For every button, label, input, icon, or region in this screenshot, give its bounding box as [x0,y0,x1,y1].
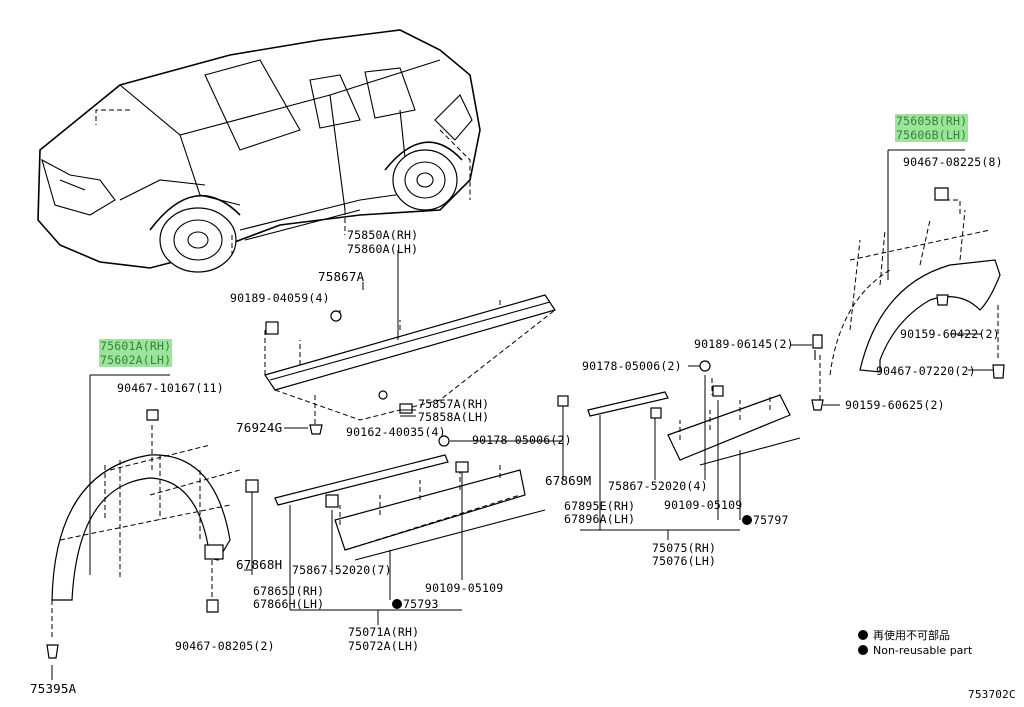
rear-fender-flare [814,149,1001,400]
label-67896A: 67896A(LH) [564,512,636,526]
part-number-highlighted: 75606B(LH) [895,128,969,142]
label-75793: 75793 [392,598,439,611]
label-90467-10167: 90467-10167(11) [117,381,224,395]
label-75850A: 75850A(RH) [347,228,419,242]
label-75867-52020-4: 75867-52020(4) [608,479,708,493]
label-75867A: 75867A [318,269,365,284]
clip-icons-left [46,409,219,680]
label-90178-05006-a: 90178-05006(2) [472,433,572,447]
label-90109-05109-a: 90109-05109 [425,581,504,595]
label-90467-07220: 90467-07220(2) [876,364,976,378]
label-67869M: 67869M [545,473,592,488]
part-number-highlighted: 75605B(RH) [895,114,969,128]
label-75395A: 75395A [30,681,77,696]
front-fender-flare [51,374,241,640]
part-number: 75793 [403,597,439,611]
label-75605B: 75605B(RH) [895,114,969,128]
clip-icons-upper [265,310,450,447]
label-90189-06145: 90189-06145(2) [694,337,794,351]
label-75858A: 75858A(LH) [418,410,490,424]
clip-icons-right [811,187,1005,411]
label-67895E: 67895E(RH) [564,499,636,513]
label-90467-08205: 90467-08205(2) [175,639,275,653]
label-90467-08225: 90467-08225(8) [903,155,1003,169]
figure-id: 753702C [968,688,1016,701]
label-75867-52020-7: 75867-52020(7) [292,563,392,577]
label-67866H: 67866H(LH) [253,597,325,611]
label-76924G: 76924G [236,420,283,435]
label-75076: 75076(LH) [652,554,717,568]
label-90162-40035: 90162-40035(4) [346,425,446,439]
label-67865J: 67865J(RH) [253,584,325,598]
part-number-highlighted: 75601A(RH) [99,339,173,353]
label-75606B: 75606B(LH) [895,128,969,142]
label-90178-05006-b: 90178-05006(2) [582,359,682,373]
legend-english: Non-reusable part [858,644,972,657]
non-reusable-dot-icon [858,645,868,655]
label-75602A: 75602A(LH) [99,353,173,367]
label-75860A: 75860A(LH) [347,242,419,256]
label-75075: 75075(RH) [652,541,717,555]
label-90159-60625: 90159-60625(2) [845,398,945,412]
label-67868H: 67868H [236,557,283,572]
legend-text: 再使用不可部品 [873,629,950,642]
label-75797: 75797 [742,514,789,527]
part-number-highlighted: 75602A(LH) [99,353,173,367]
label-90189-04059: 90189-04059(4) [230,291,330,305]
label-75857A: 75857A(RH) [418,397,490,411]
clip-icons-rear [557,360,724,419]
legend-japanese: 再使用不可部品 [858,627,950,643]
label-75072A: 75072A(LH) [348,639,420,653]
label-90109-05109-b: 90109-05109 [664,498,743,512]
label-75601A: 75601A(RH) [99,339,173,353]
legend-text: Non-reusable part [873,644,973,657]
label-90159-60422: 90159-60422(2) [900,327,1000,341]
non-reusable-dot-icon [392,599,402,609]
part-number: 75797 [753,513,789,527]
vehicle-illustration [37,29,481,273]
clip-icons-lower [245,461,469,508]
label-75071A: 75071A(RH) [348,625,420,639]
non-reusable-dot-icon [742,515,752,525]
rear-rocker-molding [562,375,801,540]
rocker-molding-lower [251,454,546,625]
non-reusable-dot-icon [858,630,868,640]
rocker-molding-upper [264,250,556,425]
